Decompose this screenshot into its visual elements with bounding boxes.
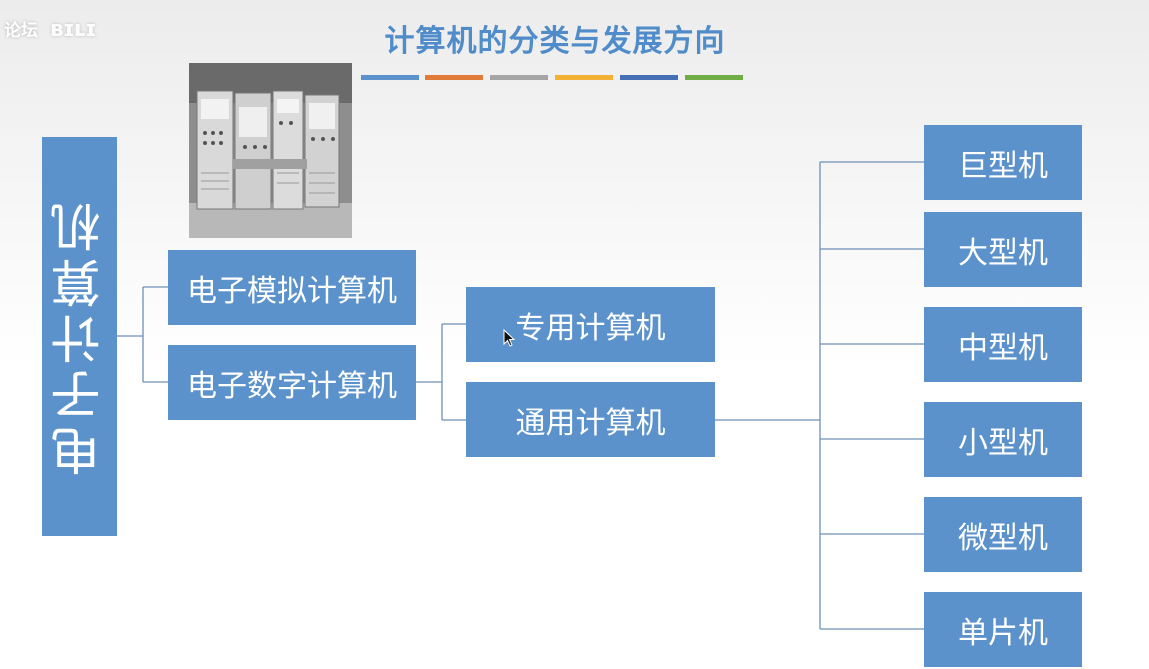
title-bar-segment-darkblue <box>620 75 678 80</box>
node-microcomputer: 微型机 <box>924 497 1082 572</box>
node-midrange-computer: 中型机 <box>924 307 1082 382</box>
mouse-cursor-icon <box>503 329 516 347</box>
vintage-analog-computer-photo <box>189 63 352 238</box>
title-bar-segment-green <box>685 75 743 80</box>
slide-title: 计算机的分类与发展方向 <box>384 24 726 59</box>
node-special-purpose-computer: 专用计算机 <box>466 287 715 362</box>
node-mainframe: 大型机 <box>924 212 1082 287</box>
watermark-text: 论坛 <box>4 21 38 41</box>
title-bar-segment-blue <box>361 75 419 80</box>
node-analog-computer: 电子模拟计算机 <box>168 250 416 325</box>
watermark: 论坛 ʙɪʟɪ <box>0 12 164 48</box>
node-digital-computer: 电子数字计算机 <box>168 345 416 420</box>
node-minicomputer: 小型机 <box>924 402 1082 477</box>
root-node-electronic-computer: 电子计算机 <box>42 137 117 536</box>
node-supercomputer: 巨型机 <box>924 125 1082 200</box>
bilibili-logo-icon: ʙɪʟɪ <box>49 17 97 42</box>
title-bar-segment-orange <box>425 75 483 80</box>
title-bar-segment-yellow <box>555 75 613 80</box>
title-bar-segment-gray <box>490 75 548 80</box>
node-microcontroller: 单片机 <box>924 592 1082 667</box>
node-general-purpose-computer: 通用计算机 <box>466 382 715 457</box>
